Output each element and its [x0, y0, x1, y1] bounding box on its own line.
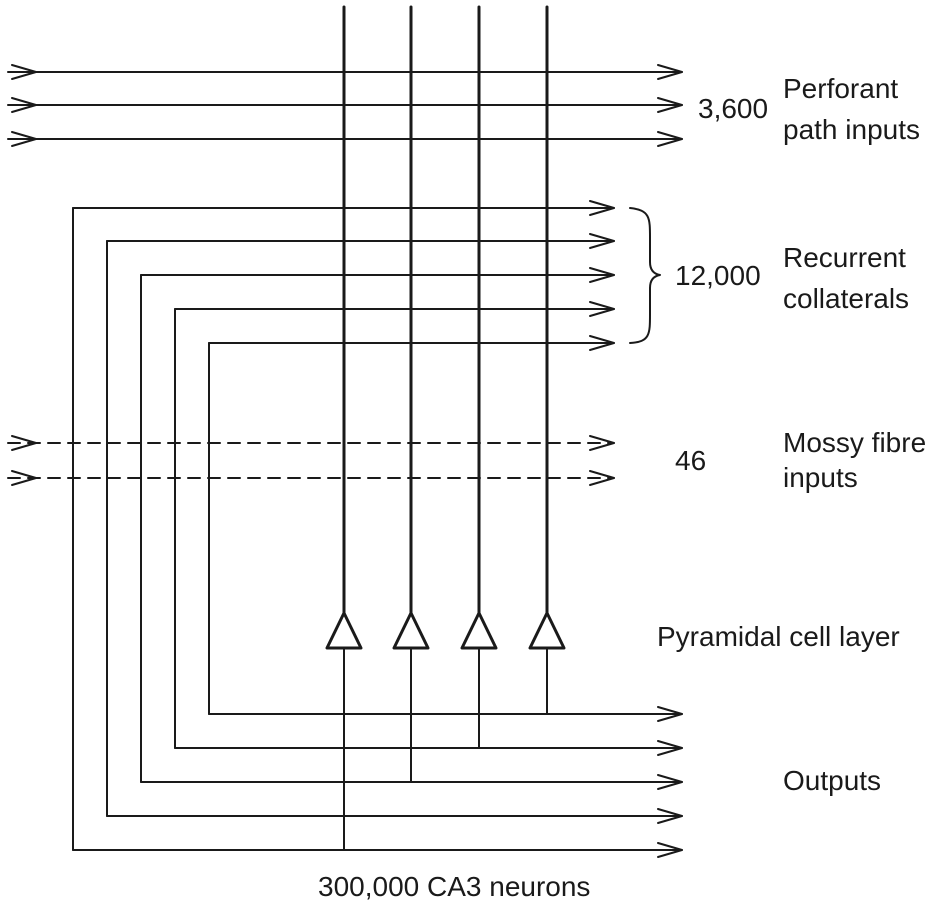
- perforant-label-line2: path inputs: [783, 114, 920, 145]
- mossy-fibre-head-arrow: [589, 470, 615, 486]
- pyramidal-cell-soma: [325, 611, 363, 650]
- output-arrow: [657, 740, 683, 756]
- output-arrow: [657, 808, 683, 824]
- perforant-input-head-arrow: [657, 64, 683, 80]
- diagram-lines: [7, 5, 683, 858]
- perforant-input-tail-arrow: [11, 131, 37, 147]
- recurrent-brace: [629, 207, 661, 344]
- recurrent-label-line1: Recurrent: [783, 242, 906, 273]
- perforant-input-tail-arrow: [11, 97, 37, 113]
- perforant-input-head-arrow: [657, 97, 683, 113]
- mossy-fibre-head-arrow: [589, 435, 615, 451]
- perforant-label-line1: Perforant: [783, 73, 898, 104]
- mossy-fibre-tail-arrow: [11, 470, 37, 486]
- mossy-label-line1: Mossy fibre: [783, 427, 926, 458]
- recurrent-label-line2: collaterals: [783, 283, 909, 314]
- outputs-label: Outputs: [783, 765, 881, 796]
- pyramidal-cell-soma: [528, 611, 566, 650]
- pyramidal-layer-label: Pyramidal cell layer: [657, 621, 900, 652]
- recurrent-collateral-arrow: [589, 301, 615, 317]
- pyramidal-cell-soma: [460, 611, 498, 650]
- perforant-input-tail-arrow: [11, 64, 37, 80]
- output-arrow: [657, 842, 683, 858]
- recurrent-collateral-arrow: [589, 335, 615, 351]
- perforant-count-label: 3,600: [698, 93, 768, 124]
- pyramidal-cell-soma: [392, 611, 430, 650]
- mossy-label-line2: inputs: [783, 462, 858, 493]
- output-arrow: [657, 774, 683, 790]
- recurrent-count-label: 12,000: [675, 260, 761, 291]
- recurrent-collateral-arrow: [589, 200, 615, 216]
- mossy-count-label: 46: [675, 445, 706, 476]
- output-arrow: [657, 706, 683, 722]
- recurrent-collateral-arrow: [589, 267, 615, 283]
- neurons-count-label: 300,000 CA3 neurons: [318, 871, 590, 902]
- recurrent-collateral-arrow: [589, 233, 615, 249]
- mossy-fibre-tail-arrow: [11, 435, 37, 451]
- perforant-input-head-arrow: [657, 131, 683, 147]
